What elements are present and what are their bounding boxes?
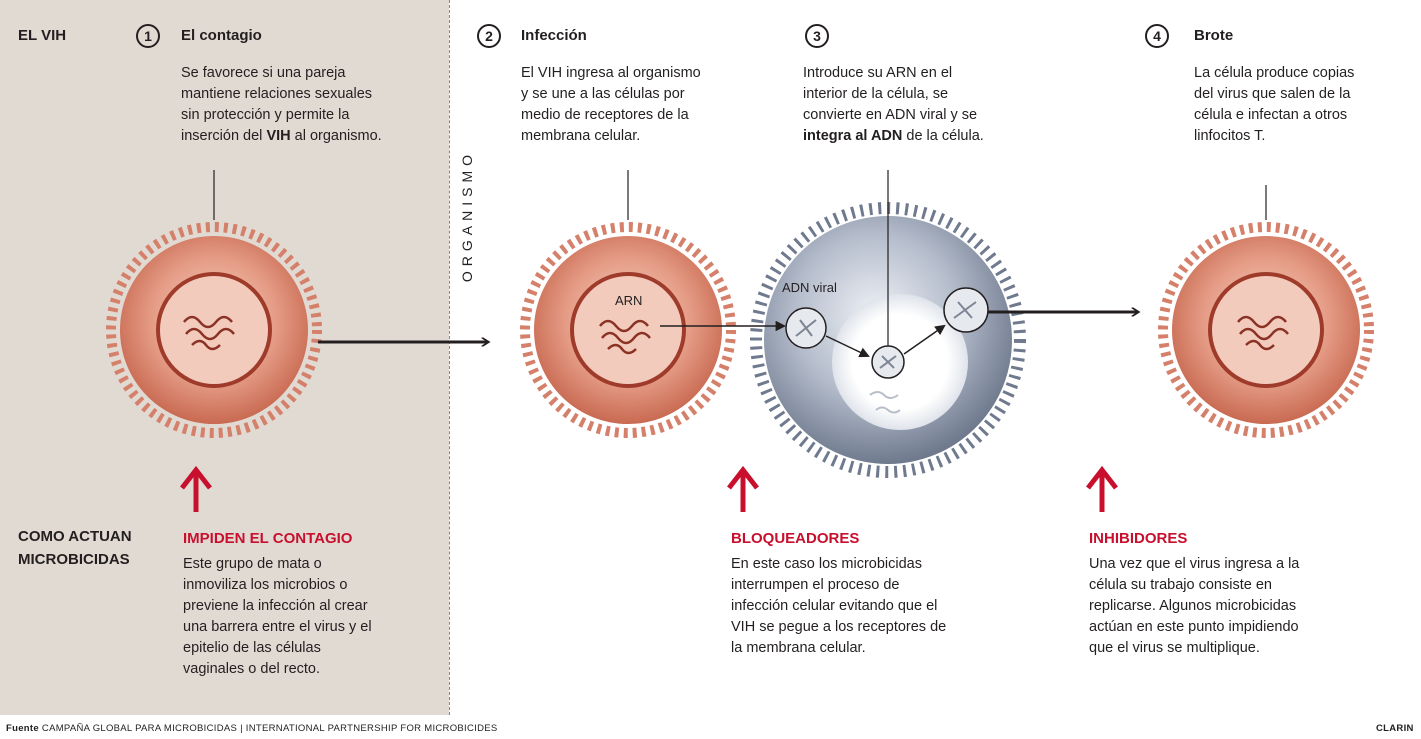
arrow-nucleus-to-adn [903,324,946,355]
step-2-title: Infección [521,27,587,44]
step-1-title: El contagio [181,27,262,44]
adn-viral-circle-1 [785,307,827,349]
step-4-title: Brote [1194,27,1234,44]
section-label-como-actuan: COMO ACTUAN [18,528,132,545]
infected-cell-1 [106,222,322,438]
infected-cell-4 [1158,222,1374,438]
red-arrow-3 [1086,465,1118,512]
step-4-text: La célula produce copias del virus que s… [1194,65,1355,144]
step-number-1: 1 [136,24,160,48]
group-text-impiden: Este grupo de mata o inmoviliza los micr… [183,556,372,677]
step-number-4: 4 [1145,24,1169,48]
section-divider [449,0,450,715]
el-vih-label: EL VIH [18,27,67,44]
section-label-microbicidas: MICROBICIDAS [18,551,130,568]
step-1-text: Se favorece si una pareja mantiene relac… [181,65,382,144]
group-text-inhibidores: Una vez que el virus ingresa a la célula… [1089,556,1300,656]
step-2-text: El VIH ingresa al organismo y se une a l… [521,65,701,144]
adn-viral-circle-2 [871,345,905,379]
step-number-3: 3 [805,24,829,48]
arn-label: ARN [615,293,642,308]
adn-viral-label: ADN viral [782,280,837,295]
footer-credit: CLARIN [1376,723,1414,734]
infected-cell-2 [520,222,736,438]
group-title-inhibidores: INHIBIDORES [1089,530,1188,547]
organismo-label: ORGANISMO [459,150,475,283]
arrow-adn-to-nucleus [825,335,870,358]
step-number-2: 2 [477,24,501,48]
footer-source: Fuente CAMPAÑA GLOBAL PARA MICROBICIDAS … [6,723,498,734]
group-title-impiden: IMPIDEN EL CONTAGIO [183,530,353,547]
red-arrow-2 [727,465,759,512]
group-title-bloqueadores: BLOQUEADORES [731,530,860,547]
red-arrow-1 [180,465,212,512]
nucleus-dna-strand [869,391,901,414]
adn-viral-circle-3 [943,287,989,333]
step-3-text: Introduce su ARN en el interior de la cé… [803,65,984,144]
group-text-bloqueadores: En este caso los microbicidas interrumpe… [731,556,947,656]
